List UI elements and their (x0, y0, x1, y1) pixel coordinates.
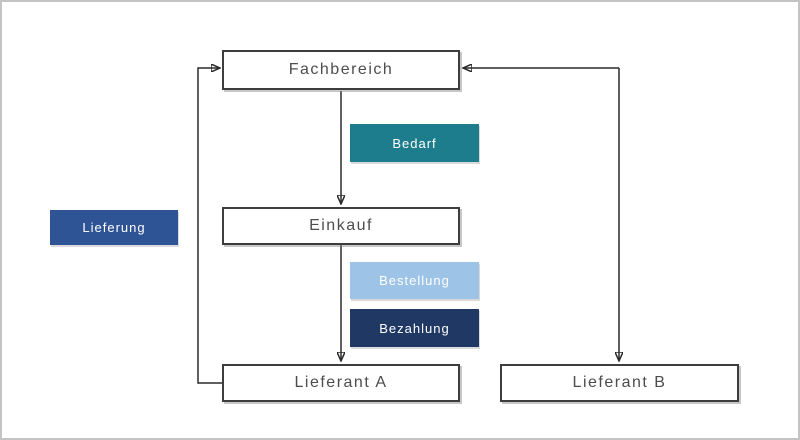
node-lieferant-b: Lieferant B (500, 364, 739, 402)
node-lieferant-a-label: Lieferant A (294, 374, 388, 391)
node-fachbereich-label: Fachbereich (288, 61, 394, 78)
node-lieferant-a: Lieferant A (222, 364, 460, 402)
edge-lieferant-a-to-fachbereich (197, 68, 222, 384)
flow-label-lieferung: Lieferung (50, 210, 178, 245)
node-einkauf-label: Einkauf (309, 217, 373, 234)
node-fachbereich: Fachbereich (222, 50, 460, 90)
flow-label-bestellung-text: Bestellung (379, 273, 450, 288)
node-einkauf: Einkauf (222, 207, 460, 245)
node-lieferant-b-label: Lieferant B (572, 374, 667, 391)
flow-label-bezahlung: Bezahlung (350, 309, 479, 347)
flow-label-bedarf: Bedarf (350, 124, 479, 162)
flow-label-lieferung-text: Lieferung (82, 220, 146, 235)
flow-label-bezahlung-text: Bezahlung (379, 320, 450, 336)
flow-label-bedarf-text: Bedarf (392, 135, 437, 151)
flow-label-bestellung: Bestellung (350, 262, 479, 299)
